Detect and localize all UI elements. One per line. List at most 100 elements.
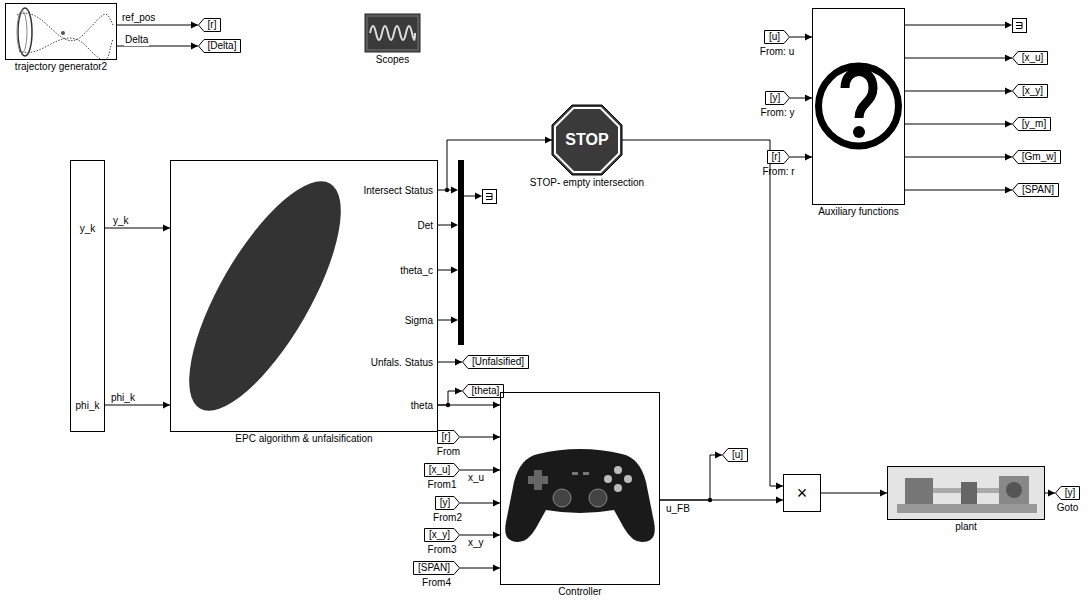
plant-photo (888, 467, 1044, 519)
goto-tag: [y_m] (1012, 117, 1051, 131)
tag-shape (1013, 85, 1048, 98)
signal-connector (460, 500, 500, 507)
block-label: [y] (770, 92, 781, 104)
block-label: [y] (440, 497, 451, 509)
question-dot (853, 126, 865, 138)
from-tag: [r]From (437, 430, 460, 444)
trajectory-point (61, 31, 65, 35)
block-name: STOP- empty intersection (530, 177, 644, 189)
block-label: [Gm_w] (1022, 151, 1056, 163)
arrowhead (493, 402, 500, 409)
thumb-stick (553, 489, 571, 507)
signal-wire (821, 493, 887, 494)
gamepad-button (604, 475, 612, 483)
arrowhead (493, 532, 500, 539)
gamepad-body (505, 449, 655, 542)
arrowhead (493, 467, 500, 474)
confidence-ellipse (161, 161, 369, 431)
arrowhead (163, 402, 170, 409)
signal-connector (905, 88, 1012, 95)
arrowhead (191, 43, 198, 50)
arrowhead (451, 317, 458, 324)
port-label: Unfals. Status (371, 357, 433, 369)
signal-wire (464, 196, 476, 197)
block-label: × (797, 483, 808, 503)
trajectory-curve (19, 38, 113, 60)
block-name: From4 (422, 577, 451, 589)
tag-shape (436, 497, 460, 510)
product-block: × (783, 474, 821, 512)
block-label: [u] (732, 449, 743, 461)
gamepad-button (572, 472, 578, 475)
gamepad-button (583, 472, 589, 475)
block-name: trajectory generator2 (15, 61, 107, 73)
arrowhead (805, 154, 812, 161)
arrowhead (1005, 154, 1012, 161)
encoder-disc (1006, 482, 1022, 498)
signal-connector (905, 187, 1012, 194)
block-label: [x_y] (429, 529, 450, 541)
terminator-block (483, 190, 497, 204)
signal-wire (438, 405, 500, 406)
arrowhead (455, 388, 462, 395)
block-name: Goto (1057, 502, 1079, 514)
dpad (528, 476, 548, 484)
arrowhead (776, 483, 783, 490)
goto-tag: [x_u] (1012, 51, 1048, 65)
block-name: EPC algorithm & unfalsification (235, 433, 372, 445)
block-label: [y_m] (1022, 118, 1046, 130)
block-name: Scopes (376, 54, 409, 66)
block-label: [x_u] (1022, 52, 1044, 64)
from-tag: [x_u]From1 (424, 463, 460, 477)
tag-shape (1013, 184, 1059, 197)
block-label: [SPAN] (1022, 184, 1054, 196)
arrowhead (805, 34, 812, 41)
signal-connector (438, 402, 500, 409)
block-name: Auxiliary functions (818, 206, 899, 218)
block-name: From3 (428, 544, 457, 556)
signal-connector (438, 388, 462, 406)
arrowhead (451, 267, 458, 274)
trajectory-plot (17, 8, 113, 60)
tag-shape (723, 449, 748, 462)
gamepad-button (614, 466, 622, 474)
loop-curve (17, 11, 27, 53)
block-label: [theta] (472, 385, 500, 397)
goto-tag: [x_y] (1012, 84, 1048, 98)
signal-wire (905, 190, 1012, 191)
signal-name: u_FB (665, 503, 691, 515)
gamepad-button (614, 484, 622, 492)
scope-block: Scopes (365, 14, 420, 52)
tag-shape (765, 31, 790, 44)
gamepad-icon (505, 449, 655, 542)
port-label: Sigma (405, 315, 433, 327)
goto-tag: [SPAN] (1012, 183, 1059, 197)
tag-shape (425, 464, 460, 477)
signal-connector (905, 121, 1012, 128)
port-label: theta_c (400, 265, 433, 277)
block-label: [y] (1065, 487, 1076, 499)
gamepad-button (624, 475, 632, 483)
signal-wire (438, 320, 452, 321)
signal-connector (1045, 490, 1055, 497)
terminator-block (1013, 19, 1027, 33)
sign-text: STOP (565, 131, 608, 149)
from-tag: [SPAN]From4 (413, 561, 460, 575)
tag-shape (1013, 151, 1061, 164)
block-name: From: u (760, 46, 794, 58)
terminator-symbol (486, 194, 492, 200)
signal-connector (821, 490, 887, 497)
photo-ground (888, 467, 1044, 519)
tag-shape (414, 562, 460, 575)
block-name: From: r (762, 166, 794, 178)
arrowhead (451, 187, 458, 194)
block-label: [u] (769, 31, 780, 43)
signal-name: x_y (467, 537, 485, 549)
subsystem-block: trajectory generator2 (5, 3, 117, 60)
arrowhead (493, 565, 500, 572)
signal-connector (460, 565, 500, 572)
arrowhead (880, 490, 887, 497)
signal-wire (105, 405, 170, 406)
